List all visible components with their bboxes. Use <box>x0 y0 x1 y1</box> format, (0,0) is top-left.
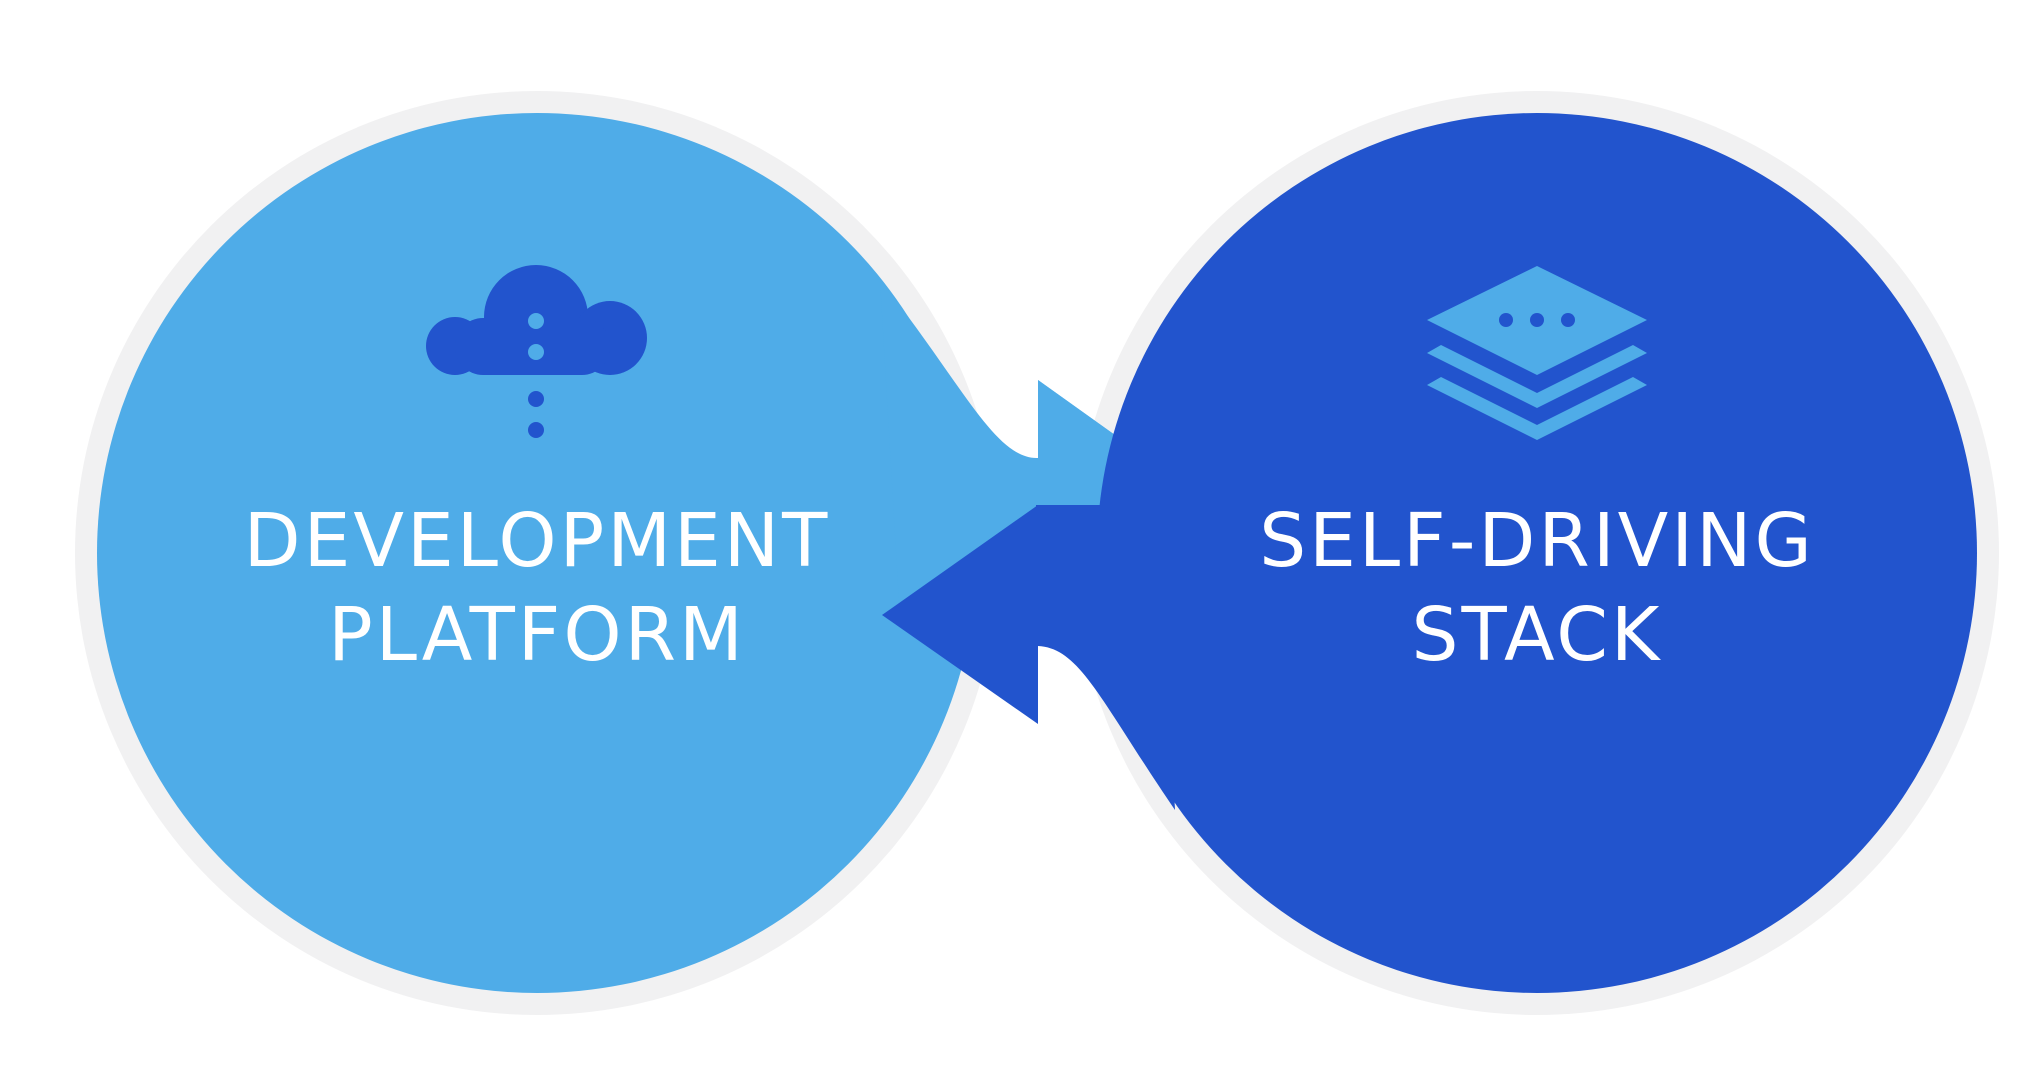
self-driving-stack-node: SELF-DRIVING STACK <box>882 113 1977 993</box>
layer-dot-2 <box>1530 313 1544 327</box>
cloud-dot-2 <box>528 344 544 360</box>
self-driving-stack-label-line1: SELF-DRIVING <box>1259 498 1815 584</box>
cloud-dot-1 <box>528 313 544 329</box>
cloud-dot-3 <box>528 391 544 407</box>
development-platform-label-line2: PLATFORM <box>328 592 746 678</box>
layer-dot-1 <box>1499 313 1513 327</box>
left-arrow-shaft <box>1036 505 1076 595</box>
self-driving-stack-label-line2: STACK <box>1412 592 1663 678</box>
layers-stack-icon <box>1427 266 1647 440</box>
layer-bottom <box>1427 377 1647 440</box>
left-arrow-head <box>882 505 1038 724</box>
development-platform-circle <box>97 113 977 993</box>
self-driving-stack-circle <box>1097 113 1977 993</box>
cloud-upload-icon <box>426 265 647 438</box>
layer-middle <box>1427 345 1647 408</box>
development-platform-label-line1: DEVELOPMENT <box>244 498 831 584</box>
cloud-dot-4 <box>528 422 544 438</box>
layer-dot-3 <box>1561 313 1575 327</box>
